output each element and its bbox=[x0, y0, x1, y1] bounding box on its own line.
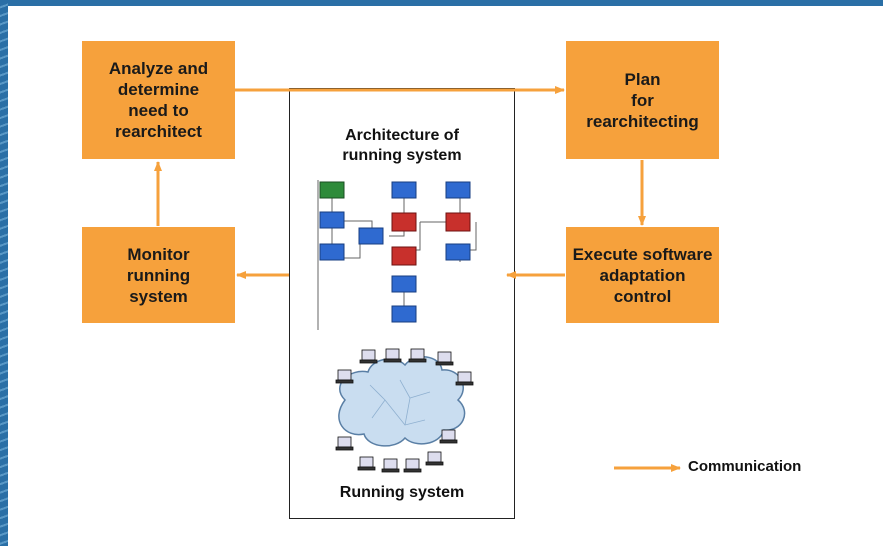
architecture-title: Architecture of running system bbox=[342, 127, 462, 164]
frame-top-border bbox=[0, 0, 883, 6]
analyze-box: Analyze and determine need to rearchitec… bbox=[82, 41, 235, 159]
arch-node-blue bbox=[391, 181, 417, 199]
arch-node-blue bbox=[358, 227, 384, 245]
plan-box: Plan for rearchitecting bbox=[566, 41, 719, 159]
plan-label: Plan for rearchitecting bbox=[586, 69, 699, 131]
legend-label: Communication bbox=[688, 458, 802, 475]
frame-left-border bbox=[0, 0, 8, 546]
analyze-label: Analyze and determine need to rearchitec… bbox=[108, 59, 209, 141]
execute-box: Execute software adaptation control bbox=[566, 227, 719, 323]
arch-node-blue bbox=[391, 275, 417, 293]
arch-node-blue bbox=[319, 211, 345, 229]
monitor-box: Monitor running system bbox=[82, 227, 235, 323]
arch-node-blue bbox=[445, 243, 471, 261]
arch-node-blue bbox=[391, 305, 417, 323]
arch-node-red bbox=[391, 212, 417, 232]
arch-node-red bbox=[445, 212, 471, 232]
arch-node-blue bbox=[319, 243, 345, 261]
network-computers bbox=[335, 348, 474, 473]
monitor-label: Monitor running system bbox=[126, 244, 191, 306]
running-system-title: Running system bbox=[339, 484, 465, 501]
architecture-nodes bbox=[319, 181, 471, 323]
network-cloud bbox=[338, 356, 466, 447]
arch-node-green bbox=[319, 181, 345, 199]
arch-node-blue bbox=[445, 181, 471, 199]
running-system-panel bbox=[289, 88, 515, 519]
execute-label: Execute software adaptation control bbox=[572, 244, 713, 306]
arch-node-red bbox=[391, 246, 417, 266]
